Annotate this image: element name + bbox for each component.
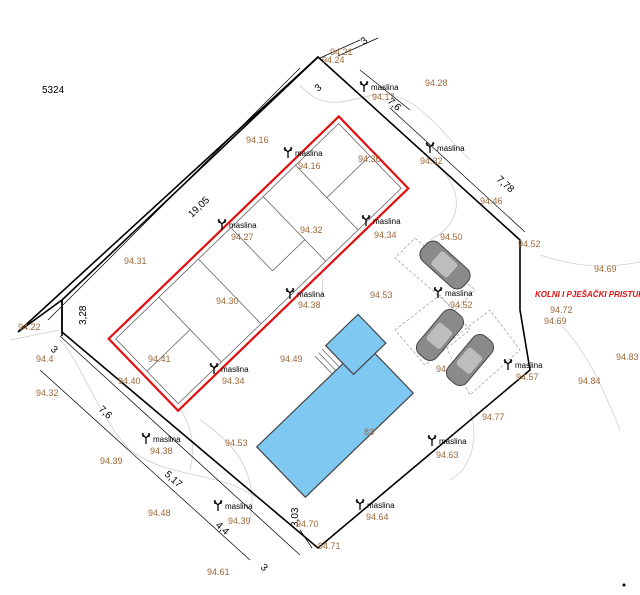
tree-label: maslina [445, 289, 473, 298]
olive-trees: maslina maslina maslina maslina maslina … [141, 81, 543, 511]
elevation: 94.70 [296, 519, 319, 529]
elevation: 94 [436, 364, 446, 374]
elevation: 94.27 [231, 232, 254, 242]
elevation: 94.34 [222, 376, 245, 386]
tree-label: maslina [225, 502, 253, 511]
olive-tree-icon: maslina [433, 287, 473, 298]
parcel-boundary [17, 55, 531, 550]
elevation-labels: 94.21 94.24 94.28 94.17 94.16 94.16 94.3… [18, 47, 639, 577]
elevation: 94.24 [322, 55, 345, 65]
elevation: 94.52 [518, 239, 541, 249]
dim-19-05: 19,05 [186, 195, 212, 221]
elevation: 83 [364, 427, 374, 437]
tree-label: maslina [515, 361, 543, 370]
elevation: 94.61 [207, 567, 230, 577]
elevation: 94.17 [372, 92, 395, 102]
elevation: 94.32 [36, 388, 59, 398]
car [419, 240, 471, 290]
elevation: 94.38 [150, 446, 173, 456]
elevation: 94.72 [550, 305, 573, 315]
olive-tree-icon: maslina [427, 435, 467, 446]
elevation: 94.4 [36, 354, 54, 364]
elevation: 94.48 [148, 508, 171, 518]
dim-7-78: 7,78 [494, 174, 516, 195]
olive-tree-icon: maslina [503, 359, 543, 370]
dim-3-left: 3 [48, 344, 60, 356]
car [445, 334, 495, 386]
elevation: 94.77 [482, 412, 505, 422]
elevation: 94.30 [216, 296, 239, 306]
elevation: 94.36 [358, 154, 381, 164]
elevation: 94.53 [225, 438, 248, 448]
tree-label: maslina [153, 435, 181, 444]
olive-tree-icon: maslina [355, 499, 395, 510]
tree-label: maslina [373, 217, 401, 226]
dim-3-top2: 3 [313, 82, 325, 94]
olive-tree-icon: maslina [283, 147, 323, 158]
elevation: 94.34 [374, 230, 397, 240]
elevation: 94.84 [578, 376, 601, 386]
elevation: 94.39 [100, 456, 123, 466]
elevation: 94.16 [246, 135, 269, 145]
boundary-edge [61, 56, 319, 301]
elevation: 94.28 [425, 78, 448, 88]
elevation: 94.39 [228, 516, 251, 526]
elevation: 94.38 [298, 300, 321, 310]
olive-tree-icon: maslina [285, 288, 325, 299]
elevation: 94.69 [594, 264, 617, 274]
elevation: 94.83 [616, 352, 639, 362]
elevation: 94.71 [318, 541, 341, 551]
elevation: 94.31 [124, 256, 147, 266]
elevation: 94.21 [330, 47, 353, 57]
tree-label: maslina [297, 290, 325, 299]
dim-3-bottom: 3 [258, 562, 270, 574]
dim-3-03: 3,03 [290, 507, 301, 527]
elevation: 94.69 [544, 316, 567, 326]
dim-7-6-left: 7,6 [96, 404, 114, 422]
tree-label: maslina [295, 149, 323, 158]
tree-label: maslina [439, 437, 467, 446]
olive-tree-icon: maslina [361, 215, 401, 226]
corner-mark [622, 583, 626, 587]
parcel-number: 5324 [42, 85, 65, 96]
elevation: 94.32 [420, 156, 443, 166]
olive-tree-icon: maslina [209, 363, 249, 374]
elevation: 94.57 [516, 372, 539, 382]
olive-tree-icon: maslina [141, 433, 181, 444]
elevation: 94.40 [118, 376, 141, 386]
elevation: 94.16 [298, 161, 321, 171]
car [415, 309, 465, 361]
olive-tree-icon: maslina [425, 142, 465, 153]
elevation: 94.41 [148, 354, 171, 364]
dim-3-top: 3 [359, 35, 371, 47]
olive-tree-icon: maslina [217, 219, 257, 230]
olive-tree-icon: maslina [359, 81, 399, 92]
elevation: 94.32 [300, 225, 323, 235]
dim-5-17: 5,17 [162, 469, 184, 490]
elevation: 94.52 [450, 300, 473, 310]
elevation: 94.50 [440, 232, 463, 242]
elevation: 94.22 [18, 322, 41, 332]
tree-label: maslina [367, 501, 395, 510]
elevation: 94.49 [280, 354, 303, 364]
tree-label: maslina [371, 83, 399, 92]
access-label: KOLNI I PJEŠAČKI PRISTUP [535, 290, 640, 299]
elevation: 94.53 [370, 290, 393, 300]
dimension-lines [39, 37, 526, 561]
olive-tree-icon: maslina [213, 500, 253, 511]
tree-label: maslina [437, 144, 465, 153]
pool [255, 313, 415, 499]
elevation: 94.46 [480, 196, 503, 206]
tree-label: maslina [229, 221, 257, 230]
elevation: 94.64 [366, 512, 389, 522]
elevation: 94.63 [436, 450, 459, 460]
tree-label: maslina [221, 365, 249, 374]
dim-3-28: 3,28 [78, 305, 89, 325]
